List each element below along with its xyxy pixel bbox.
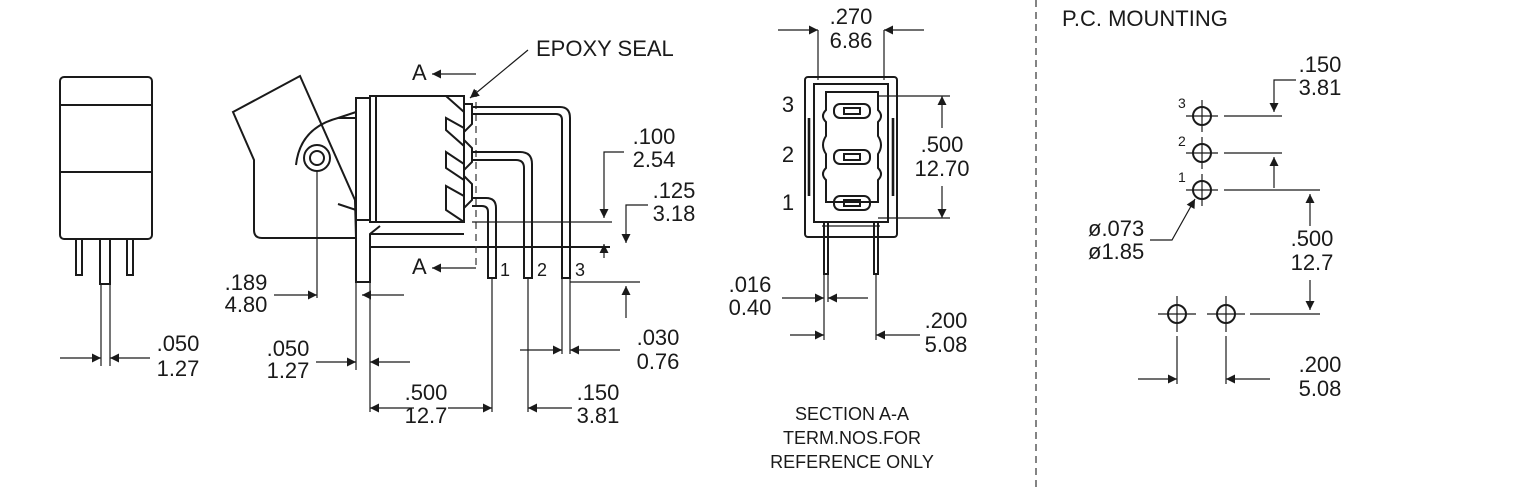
- section-note-1: TERM.NOS.FOR: [783, 428, 921, 448]
- dim-pitch-inch: .150: [577, 380, 620, 405]
- dim-section-width-inch: .270: [830, 4, 873, 29]
- dim-upper-inch: .100: [633, 124, 676, 149]
- dim-section-pin-inch: .016: [729, 272, 772, 297]
- section-term-2: 2: [782, 142, 794, 167]
- section-marker-bottom: A: [412, 254, 427, 279]
- terminal-num-2: 2: [537, 260, 547, 280]
- dim-term-width-mm: 0.76: [637, 349, 680, 374]
- dim-section-pin-mm: 0.40: [729, 295, 772, 320]
- pc-hole-num-2: 2: [1178, 133, 1186, 149]
- section-marker-top: A: [412, 60, 427, 85]
- dim-lower-inch: .125: [653, 178, 696, 203]
- dim-term-width-inch: .030: [637, 325, 680, 350]
- dim-section-spacing-mm: 5.08: [925, 332, 968, 357]
- dim-span-inch: .500: [405, 380, 448, 405]
- side-view: 1 2 3 EPOXY SEAL A A .189 4.80 .050 1.27…: [225, 36, 696, 428]
- dim-pc-hole-mm: ø1.85: [1088, 239, 1144, 264]
- section-a-a: 3 2 1 .270 6.86 .500 12.70 .016 0.40 .20…: [729, 4, 970, 472]
- terminal-num-1: 1: [500, 260, 510, 280]
- dim-pc-lower-inch: .200: [1299, 352, 1342, 377]
- pc-mounting-title: P.C. MOUNTING: [1062, 6, 1228, 31]
- epoxy-seal-label: EPOXY SEAL: [536, 36, 674, 61]
- pc-hole-num-1: 1: [1178, 169, 1186, 185]
- dim-span-mm: 12.7: [405, 403, 448, 428]
- section-note-2: REFERENCE ONLY: [770, 452, 934, 472]
- dim-pitch-mm: 3.81: [577, 403, 620, 428]
- dim-pc-row-mm: 12.7: [1291, 250, 1334, 275]
- dim-bracket-mm: 1.27: [267, 358, 310, 383]
- dim-section-height-mm: 12.70: [914, 156, 969, 181]
- dim-pivot-inch: .189: [225, 270, 268, 295]
- dim-pc-pitch-mm: 3.81: [1299, 75, 1342, 100]
- dim-front-pin-inch: .050: [157, 331, 200, 356]
- dim-front-pin-mm: 1.27: [157, 356, 200, 381]
- dim-lower-mm: 3.18: [653, 201, 696, 226]
- dim-section-width-mm: 6.86: [830, 28, 873, 53]
- dim-pc-hole-inch: ø.073: [1088, 216, 1144, 241]
- section-title: SECTION A-A: [795, 404, 909, 424]
- front-view: .050 1.27: [59, 76, 200, 381]
- pc-mounting: P.C. MOUNTING 3 2 1 .150 3.81 ø.073 ø1.8…: [1062, 6, 1341, 401]
- dim-section-spacing-inch: .200: [925, 308, 968, 333]
- dim-pc-row-inch: .500: [1291, 226, 1334, 251]
- section-term-3: 3: [782, 92, 794, 117]
- dim-section-height-inch: .500: [921, 132, 964, 157]
- dim-pc-pitch-inch: .150: [1299, 52, 1342, 77]
- pc-hole-num-3: 3: [1178, 95, 1186, 111]
- dim-upper-mm: 2.54: [633, 147, 676, 172]
- terminal-num-3: 3: [575, 260, 585, 280]
- dim-pivot-mm: 4.80: [225, 292, 268, 317]
- section-term-1: 1: [782, 190, 794, 215]
- dim-pc-lower-mm: 5.08: [1299, 376, 1342, 401]
- dim-bracket-inch: .050: [267, 336, 310, 361]
